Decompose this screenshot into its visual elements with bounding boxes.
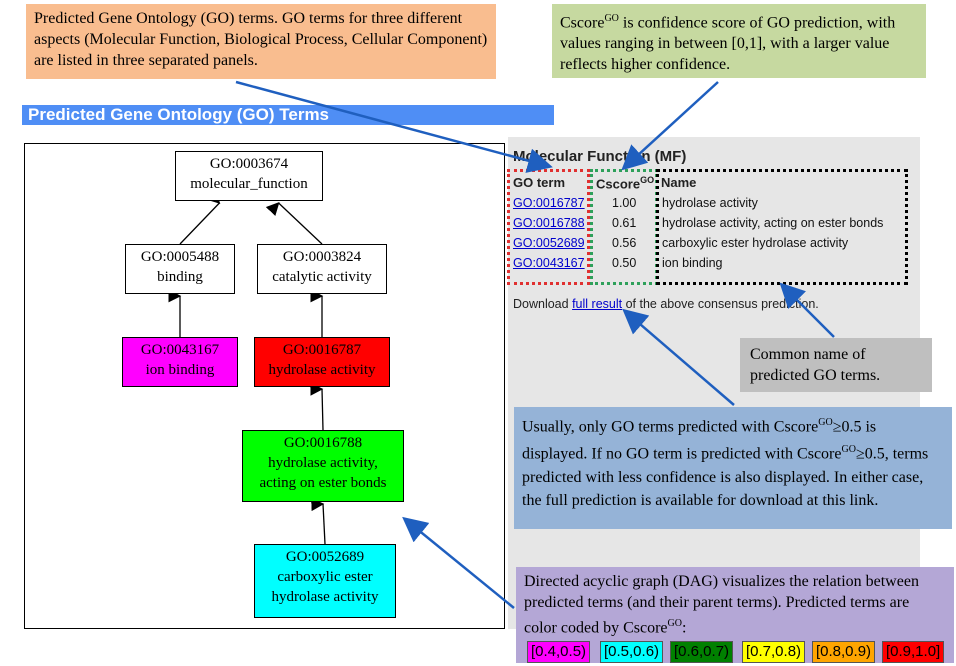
dag-node-id: GO:0003824 xyxy=(282,249,362,265)
dag-edge xyxy=(179,190,221,245)
callout-go-terms-text: Predicted Gene Ontology (GO) terms. GO t… xyxy=(34,10,488,69)
legend-label: [0.7,0.8) xyxy=(746,643,802,660)
arrow-to-dag xyxy=(402,516,515,609)
table-row: GO:0043167 xyxy=(513,253,593,273)
callout-threshold-text-3: ≥0.5, terms predicted with less confiden… xyxy=(522,445,929,509)
section-header: Predicted Gene Ontology (GO) Terms xyxy=(22,105,554,125)
dag-node[interactable]: GO:0052689 carboxylic ester hydrolase act… xyxy=(254,544,396,618)
dag-node-label: hydrolase activity xyxy=(268,362,376,378)
legend-swatch: [0.8,0.9) xyxy=(812,641,876,663)
go-name: hydrolase activity xyxy=(662,196,758,210)
cscore-value: 1.00 xyxy=(612,196,637,210)
callout-cscore-text: Cscore xyxy=(560,14,605,32)
callout-cscore-text-rest: is confidence score of GO prediction, wi… xyxy=(560,14,896,74)
cscore-value: 0.61 xyxy=(612,216,637,230)
dag-edges xyxy=(168,190,326,545)
callout-go-terms: Predicted Gene Ontology (GO) terms. GO t… xyxy=(26,4,496,79)
dag-node-id: GO:0003674 xyxy=(209,156,289,172)
dag-node[interactable]: GO:0016788 hydrolase activity, acting on … xyxy=(242,430,404,502)
dag-node-label: catalytic activity xyxy=(272,269,372,285)
arrow-to-cscore-column xyxy=(621,81,719,171)
arrow-to-name-column xyxy=(779,282,835,338)
callout-cscore-sup: GO xyxy=(604,13,619,24)
goterm-link[interactable]: GO:0016787 xyxy=(513,196,585,210)
callout-threshold-sup: GO xyxy=(818,417,833,428)
dag-node[interactable]: GO:0005488 binding xyxy=(125,244,235,294)
dag-node-id: GO:0016787 xyxy=(282,342,362,358)
legend-swatch: [0.6,0.7) xyxy=(670,641,734,663)
download-text: Download xyxy=(513,297,573,311)
goterm-link[interactable]: GO:0016788 xyxy=(513,216,585,230)
cscore-value: 0.56 xyxy=(612,236,637,250)
dag-node[interactable]: GO:0043167 ion binding xyxy=(122,337,238,387)
dag-node[interactable]: GO:0003674 molecular_function xyxy=(175,151,323,201)
full-result-link[interactable]: full result xyxy=(572,297,623,311)
legend-label: [0.4,0.5) xyxy=(531,643,587,660)
dag-node-label: binding xyxy=(157,269,203,285)
legend-swatch: [0.4,0.5) xyxy=(527,641,591,663)
callout-dag-text-2: : xyxy=(681,619,687,637)
goterm-link[interactable]: GO:0043167 xyxy=(513,256,585,270)
legend-label: [0.5,0.6) xyxy=(604,643,660,660)
legend-swatch: [0.9,1.0] xyxy=(882,641,945,663)
col-header-goterm: GO term xyxy=(513,175,566,190)
dag-node-id: GO:0043167 xyxy=(140,342,220,358)
name-column: hydrolase activity hydrolase activity, a… xyxy=(662,193,883,273)
callout-threshold-text-2: ≥0.5 is displayed. If no GO term is pred… xyxy=(522,418,877,463)
callout-dag-text: Directed acyclic graph (DAG) visualizes … xyxy=(524,573,919,637)
goterm-column: GO:0016787 GO:0016788 GO:0052689 GO:0043… xyxy=(513,193,593,273)
col-header-cscore-sup: GO xyxy=(640,175,655,185)
legend-label: [0.6,0.7) xyxy=(674,643,730,660)
callout-cscore: CscoreGO is confidence score of GO predi… xyxy=(552,4,926,78)
col-header-cscore: CscoreGO xyxy=(596,175,654,191)
go-name: hydrolase activity, acting on ester bond… xyxy=(662,216,884,230)
callout-threshold: Usually, only GO terms predicted with Cs… xyxy=(514,407,952,529)
dag-node-label: ion binding xyxy=(145,362,215,378)
col-header-cscore-text: Cscore xyxy=(596,176,641,192)
cscore-value: 0.50 xyxy=(612,256,637,270)
callout-common-name-text: Common name of predicted GO terms. xyxy=(750,346,881,384)
col-header-name: Name xyxy=(661,175,697,190)
download-line: Download full result of the above consen… xyxy=(513,297,819,311)
dag-node-label: molecular_function xyxy=(190,176,308,192)
goterm-link[interactable]: GO:0052689 xyxy=(513,236,585,250)
callout-threshold-text: Usually, only GO terms predicted with Cs… xyxy=(522,418,819,436)
dag-node-label: carboxylic ester hydrolase activity xyxy=(271,569,379,605)
dag-edge xyxy=(310,498,326,545)
dag-node[interactable]: GO:0003824 catalytic activity xyxy=(257,244,387,294)
dag-node-id: GO:0052689 xyxy=(285,549,365,565)
table-row: GO:0052689 xyxy=(513,233,593,253)
arrow-to-full-result xyxy=(622,308,735,406)
cscore-column: 1.00 0.61 0.56 0.50 xyxy=(612,193,636,273)
callout-threshold-sup-2: GO xyxy=(841,444,856,456)
table-row: GO:0016787 xyxy=(513,193,593,213)
dag-node-id: GO:0005488 xyxy=(140,249,220,265)
dag-edge xyxy=(265,202,323,245)
legend-label: [0.9,1.0] xyxy=(886,643,941,660)
go-name: carboxylic ester hydrolase activity xyxy=(662,236,849,250)
legend-swatch: [0.7,0.8) xyxy=(742,641,806,663)
dag-node[interactable]: GO:0016787 hydrolase activity xyxy=(254,337,390,387)
arrow-to-goterm-column xyxy=(235,80,553,173)
callout-common-name: Common name of predicted GO terms. xyxy=(740,338,932,392)
dag-edge xyxy=(310,382,324,431)
callout-dag-sup: GO xyxy=(667,618,682,629)
dag-node-label: hydrolase activity, acting on ester bond… xyxy=(259,455,387,491)
go-name: ion binding xyxy=(662,256,723,270)
dag-node-id: GO:0016788 xyxy=(283,435,363,451)
legend-label: [0.8,0.9) xyxy=(816,643,872,660)
table-row: GO:0016788 xyxy=(513,213,593,233)
section-title: Predicted Gene Ontology (GO) Terms xyxy=(28,105,330,124)
download-text-rest: of the above consensus prediction. xyxy=(622,297,819,311)
dag-graph: GO:0003674 molecular_function GO:0005488 b… xyxy=(24,143,505,629)
legend-swatch: [0.5,0.6) xyxy=(600,641,664,663)
